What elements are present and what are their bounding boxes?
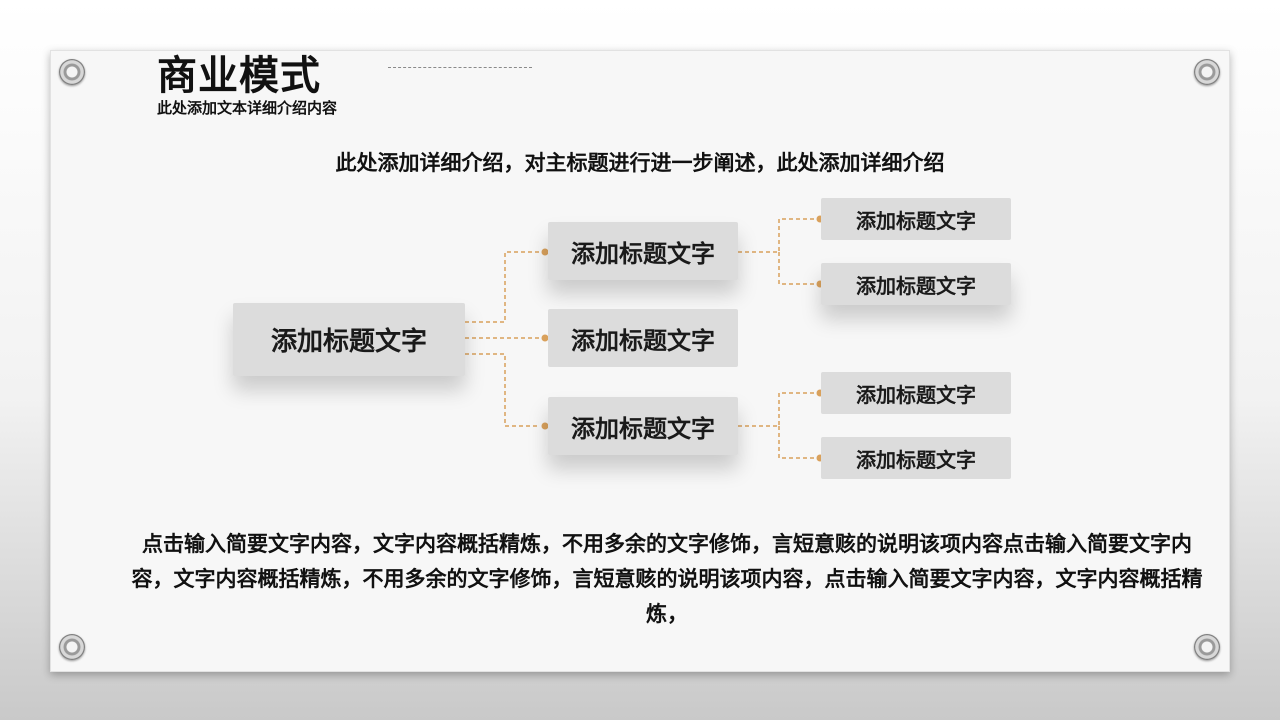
diagram-branch-box-2: 添加标题文字 — [548, 309, 738, 367]
connector-branch-3-leaf-2 — [778, 426, 817, 459]
diagram-leaf-box-2: 添加标题文字 — [821, 263, 1011, 305]
diagram-root-box: 添加标题文字 — [233, 303, 465, 376]
connector-dot — [541, 334, 549, 342]
intro-text: 此处添加详细介绍，对主标题进行进一步阐述，此处添加详细介绍 — [335, 150, 945, 175]
body-paragraph: 点击输入简要文字内容，文字内容概括精炼，不用多余的文字修饰，言短意赅的说明该项内… — [131, 531, 1203, 626]
connector-dot — [541, 248, 549, 256]
page-title: 商业模式 — [157, 52, 321, 99]
connector-branch-3-leaf-1 — [738, 392, 817, 427]
pin-icon — [1194, 59, 1220, 85]
page-subtitle: 此处添加文本详细介绍内容 — [157, 99, 338, 117]
connector-root-branch-3 — [465, 353, 540, 427]
diagram-branch-box-3: 添加标题文字 — [548, 397, 738, 455]
connector-root-branch-1 — [465, 251, 540, 323]
diagram-leaf-box-4: 添加标题文字 — [821, 437, 1011, 479]
pin-icon — [1194, 634, 1220, 660]
pin-icon — [59, 634, 85, 660]
connector-branch-1-leaf-1 — [738, 218, 817, 253]
pin-icon — [59, 59, 85, 85]
diagram-leaf-box-1: 添加标题文字 — [821, 198, 1011, 240]
connector-branch-1-leaf-2 — [778, 252, 817, 285]
title-divider — [388, 67, 532, 68]
diagram-branch-box-1: 添加标题文字 — [548, 222, 738, 280]
connector-dot — [541, 422, 549, 430]
diagram-leaf-box-3: 添加标题文字 — [821, 372, 1011, 414]
